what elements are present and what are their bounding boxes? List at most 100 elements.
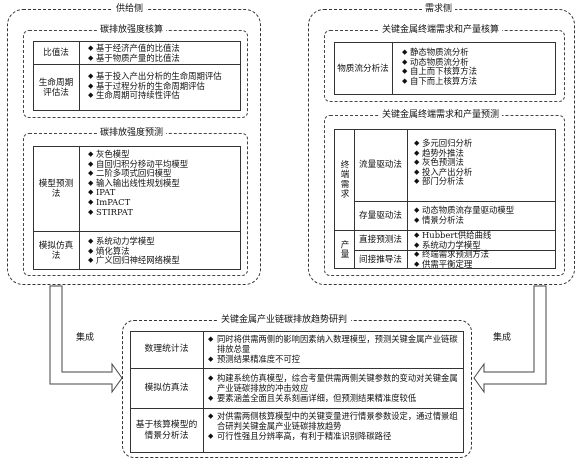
list-item: ◆二阶多项式回归模型 [88,168,172,179]
supply-accounting-table [33,41,241,111]
diamond-bullet-icon: ◆ [88,256,94,265]
list-item: ◆基于过程分析的生命周期评估 [88,80,205,91]
list-item: ◆ImPACT [88,196,131,207]
category-model-forecast: 模型预测法 [38,178,74,199]
list-item: ◆动态物质流存量驱动模型 [414,205,515,215]
diamond-bullet-icon: ◆ [88,159,94,168]
simulation-integration-items: ◆构建系统仿真模型，综合考量供需两侧关键参数的变动对关键金属产业链碳排放的冲击效… [208,373,461,404]
category-direct-forecast: 直接预测法 [359,235,402,245]
diamond-bullet-icon: ◆ [402,76,408,85]
list-item: ◆多元回归分析 [414,138,473,148]
category-material-flow: 物质流分析法 [337,63,389,74]
list-item: ◆基于物质产量的比值法 [88,52,180,63]
diamond-bullet-icon: ◆ [414,167,420,176]
category-statistics: 数理统计法 [144,344,189,354]
list-item: ◆自上而下核算方法 [402,66,477,77]
demand-accounting-table [334,42,556,95]
flow-driven-items: ◆多元回归分析 ◆趋势外推法 ◆灰色预测法 ◆投入产出分析 ◆部门分析法 [414,138,554,187]
diamond-bullet-icon: ◆ [402,48,408,56]
list-item: ◆投入产出分析 [414,166,473,177]
simulation-items: ◆系统动力学模型 ◆熵化算法 ◆广义回归神经网络模型 [88,236,240,266]
left-integration-label: 集成 [76,333,95,343]
list-item: ◆基于经济产值的比值法 [88,43,180,53]
category-simulation-integration: 模拟仿真法 [144,382,189,393]
material-flow-items: ◆静态物质流分析 ◆动态物质流分析 ◆自上而下核算方法 ◆自下而上核算方法 [402,47,552,86]
category-ratio-method: 比值法 [43,47,69,58]
right-integration-label: 集成 [493,333,512,343]
list-item: ◆静态物质流分析 [402,47,469,57]
list-item: ◆供需平衡定理 [414,258,473,269]
list-item: ◆自回归积分移动平均模型 [88,158,189,169]
demand-forecast-title: 关键金属终端需求和产量预测 [379,110,503,120]
diamond-bullet-icon: ◆ [414,158,420,167]
lca-method-items: ◆基于投入产出分析的生命周期评估 ◆基于过程分析的生命周期评估 ◆生命周期可持续… [88,71,240,101]
list-item: ◆熵化算法 [88,245,130,256]
diamond-bullet-icon: ◆ [88,197,94,206]
list-item: ◆趋势外推法 [414,147,464,158]
list-item: ◆同时将供需两侧的影响因素纳入数理模型，预测关键金属产业链碳排放总量 [208,334,458,355]
list-item: ◆基于投入产出分析的生命周期评估 [88,71,222,81]
diamond-bullet-icon: ◆ [414,240,420,249]
list-item: ◆Hubbert供给曲线 [414,230,492,240]
list-item: ◆构建系统仿真模型，综合考量供需两侧关键参数的变动对关键金属产业链碳排放的冲击效… [208,373,458,394]
diamond-bullet-icon: ◆ [208,412,214,420]
list-item: ◆系统动力学模型 [88,236,155,246]
supply-accounting-title: 碳排放强度核算 [97,25,167,35]
diamond-bullet-icon: ◆ [88,81,94,90]
list-item: ◆STIRPAT [88,206,133,217]
list-item: ◆灰色预测法 [414,157,464,168]
group-terminal-demand: 终端需求 [339,160,349,199]
left-integration-arrow-icon [49,285,123,394]
list-item: ◆对供需两侧核算模型中的关键变量进行情景参数设定，通过情景组合研判关键金属产业链… [208,411,458,432]
diamond-bullet-icon: ◆ [414,259,420,268]
diamond-bullet-icon: ◆ [88,150,94,158]
supply-forecast-title: 碳排放强度预测 [97,128,167,138]
diamond-bullet-icon: ◆ [208,374,214,382]
right-integration-arrow-icon [473,285,547,394]
diamond-bullet-icon: ◆ [88,72,94,80]
diamond-bullet-icon: ◆ [414,148,420,157]
diamond-bullet-icon: ◆ [88,44,94,52]
diamond-bullet-icon: ◆ [88,53,94,62]
supply-forecast-table [33,146,241,270]
statistics-items: ◆同时将供需两侧的影响因素纳入数理模型，预测关键金属产业链碳排放总量 ◆预测结果… [208,334,461,365]
list-item: ◆自下而上核算方法 [402,75,477,86]
list-item: ◆终端需求预测方法 [414,249,489,259]
integration-title: 关键金属产业链碳排放趋势研判 [217,315,352,325]
list-item: ◆预测结果精准度不可控 [208,354,300,365]
integration-table [130,331,464,453]
diamond-bullet-icon: ◆ [414,250,420,258]
diamond-bullet-icon: ◆ [208,394,214,403]
list-item: ◆生命周期可持续性评估 [88,90,180,101]
list-item: ◆部门分析法 [414,176,464,187]
diamond-bullet-icon: ◆ [414,206,420,214]
list-item: ◆广义回归神经网络模型 [88,255,180,266]
list-item: ◆输入输出线性规划模型 [88,177,180,188]
category-lca-method: 生命周期评估法 [38,77,74,98]
category-simulation: 模拟仿真法 [38,240,74,261]
category-flow-driven: 流量驱动法 [359,160,402,170]
diamond-bullet-icon: ◆ [414,215,420,224]
scenario-analysis-items: ◆对供需两侧核算模型中的关键变量进行情景参数设定，通过情景组合研判关键金属产业链… [208,411,461,442]
diamond-bullet-icon: ◆ [88,188,94,197]
list-item: ◆灰色模型 [88,149,130,159]
demand-forecast-table [334,129,556,269]
supply-side-title: 供给侧 [113,4,147,14]
category-indirect-derivation: 间接推导法 [359,254,402,265]
diamond-bullet-icon: ◆ [208,335,214,343]
diamond-bullet-icon: ◆ [402,57,408,66]
demand-side-title: 需求侧 [422,4,456,14]
diamond-bullet-icon: ◆ [88,178,94,187]
list-item: ◆可行性强且分辨率高，有利于精准识别降碳路径 [208,431,392,442]
group-production: 产量 [339,239,349,260]
diamond-bullet-icon: ◆ [414,177,420,186]
category-scenario-analysis: 基于核算模型的情景分析法 [135,419,198,441]
diamond-bullet-icon: ◆ [414,139,420,147]
diamond-bullet-icon: ◆ [414,231,420,239]
diamond-bullet-icon: ◆ [208,432,214,441]
diamond-bullet-icon: ◆ [88,169,94,178]
list-item: ◆要素涵盖全面且关系刻画详细，但预测结果精准度较低 [208,393,417,404]
demand-accounting-title: 关键金属终端需求和产量核算 [379,25,503,35]
diamond-bullet-icon: ◆ [88,246,94,255]
